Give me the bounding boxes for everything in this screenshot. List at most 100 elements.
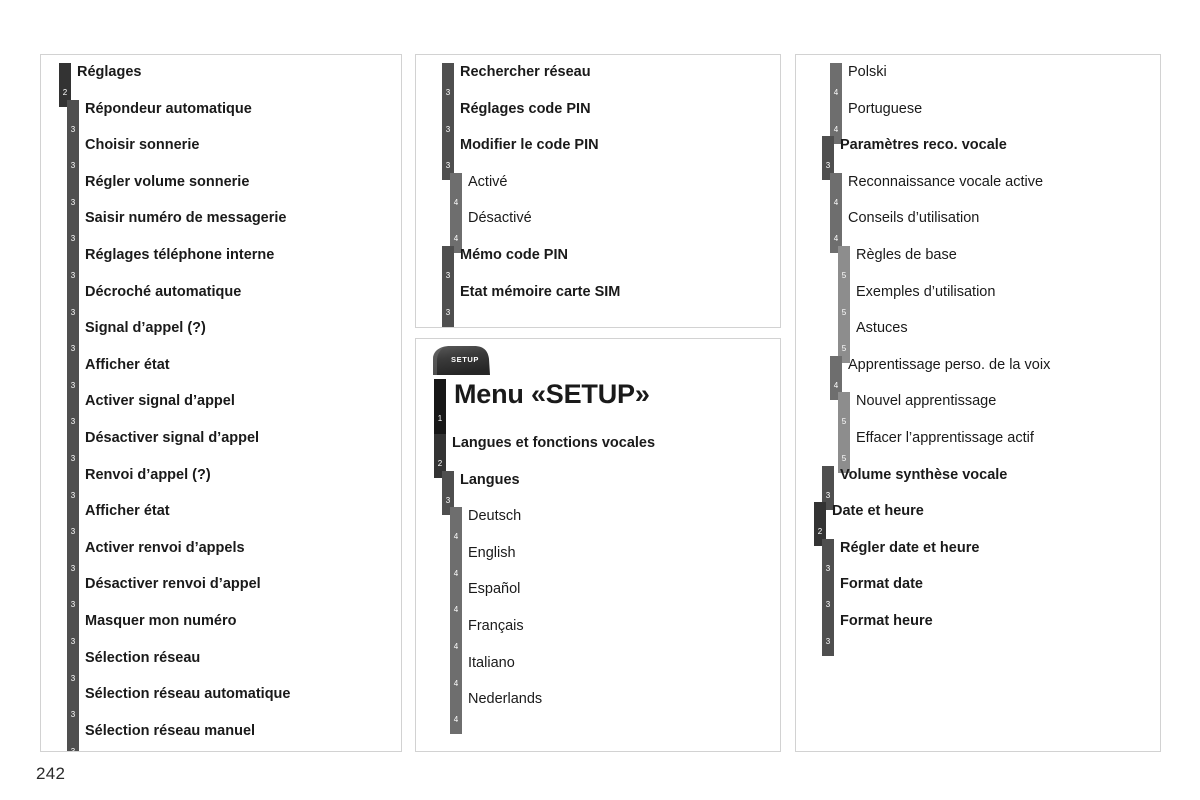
level-marker-badge: 4 bbox=[830, 172, 842, 217]
level-marker-badge: 3 bbox=[67, 209, 79, 254]
menu-item-label: Format heure bbox=[840, 612, 933, 629]
menu-item-label: Mémo code PIN bbox=[460, 246, 568, 263]
menu-item-label: Décroché automatique bbox=[85, 283, 242, 300]
level-marker-badge: 3 bbox=[67, 611, 79, 656]
level-marker-badge: 2 bbox=[434, 434, 446, 478]
menu-item-label: Signal d’appel (?) bbox=[85, 320, 206, 337]
menu-item-label: Italiano bbox=[468, 654, 515, 671]
level-marker-badge: 5 bbox=[838, 245, 850, 290]
menu-item-label: Réglages code PIN bbox=[460, 100, 591, 117]
level-marker-badge: 2 bbox=[814, 502, 826, 547]
level-marker-badge: 5 bbox=[838, 428, 850, 473]
menu-item-row[interactable]: 5 Effacer l’apprentissage actif bbox=[796, 424, 1160, 473]
menu-item-label: Réglages téléphone interne bbox=[85, 246, 275, 263]
level-marker-badge: 3 bbox=[67, 502, 79, 547]
menu-item-label: Régler volume sonnerie bbox=[85, 173, 250, 190]
menu-item-row[interactable]: 5 Exemples d’utilisation bbox=[796, 278, 1160, 327]
level-marker-badge: 3 bbox=[442, 63, 454, 107]
menu-item-label: Effacer l’apprentissage actif bbox=[856, 429, 1034, 446]
menu-item-label: Format date bbox=[840, 576, 923, 593]
level-marker-badge: 3 bbox=[442, 470, 454, 515]
level-marker-badge: 5 bbox=[838, 282, 850, 327]
menu-item-row[interactable]: 4 Nederlands bbox=[416, 685, 780, 735]
level-marker-badge: 5 bbox=[838, 392, 850, 437]
level-marker-badge: 3 bbox=[67, 282, 79, 327]
menu-item-label: Deutsch bbox=[468, 508, 522, 525]
menu-item-row[interactable]: 2 Langues et fonctions vocales bbox=[416, 429, 780, 478]
menu-item-label: Exemples d’utilisation bbox=[856, 283, 996, 300]
level-marker-badge: 3 bbox=[822, 465, 834, 510]
menu-item-label: Langues et fonctions vocales bbox=[452, 435, 656, 451]
menu-item-label: Portuguese bbox=[848, 100, 923, 117]
level-marker-badge: 3 bbox=[67, 99, 79, 144]
menu-item-row[interactable]: 3 Décroché automatique bbox=[41, 278, 401, 327]
menu-item-row[interactable]: 4 Français bbox=[416, 612, 780, 661]
level-marker-badge: 3 bbox=[67, 136, 79, 181]
menu-item-label: Astuces bbox=[856, 320, 908, 337]
level-marker-badge: 4 bbox=[830, 355, 842, 400]
menu-item-label: Français bbox=[468, 617, 524, 634]
level-marker-badge: 3 bbox=[67, 355, 79, 400]
menu-item-label: Désactiver signal d’appel bbox=[85, 429, 260, 446]
level-marker-badge: 4 bbox=[450, 616, 462, 661]
menu-item-row[interactable]: 4 Portuguese bbox=[796, 95, 1160, 144]
level-marker-badge: 1 bbox=[434, 379, 446, 441]
level-marker-badge: 3 bbox=[67, 721, 79, 751]
menu-item-label: Date et heure bbox=[832, 503, 924, 520]
menu-item-label: English bbox=[468, 544, 516, 561]
menu-item-label: Sélection réseau automatique bbox=[85, 686, 291, 703]
level-marker-badge: 4 bbox=[450, 690, 462, 735]
level-marker-badge: 4 bbox=[450, 209, 462, 254]
menu-item-row[interactable]: 2 Date et heure bbox=[796, 497, 1160, 547]
menu-item-label: Nederlands bbox=[468, 691, 543, 708]
level-marker-badge: 4 bbox=[450, 507, 462, 552]
level-marker-badge: 4 bbox=[830, 99, 842, 144]
menu-item-row[interactable]: 4 Deutsch bbox=[416, 502, 780, 552]
